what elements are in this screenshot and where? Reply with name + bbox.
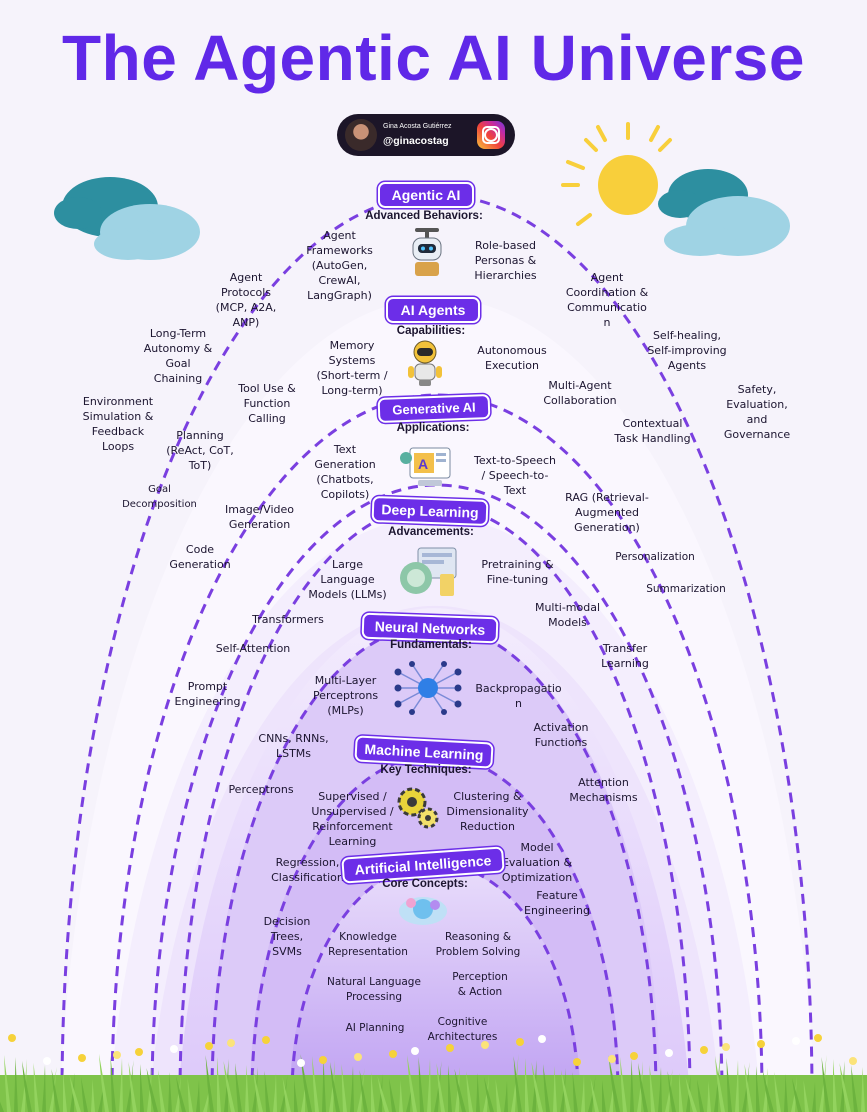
item-transformers: Transformers <box>252 613 324 626</box>
layer-heading-machine-learning: Key Techniques: <box>380 764 472 776</box>
item-activation-functions: Activation Functions <box>533 721 589 749</box>
item-cognitive-architectures: Cognitive Architectures <box>427 1016 498 1043</box>
item-prompt-engineering: Prompt Engineering <box>174 680 241 708</box>
item-decision-trees: Decision Trees, SVMs <box>263 915 311 958</box>
robot-drone-icon <box>405 224 449 280</box>
item-multi-modal-models: Multi-modal Models <box>534 601 601 629</box>
item-role-based-personas: Role-based Personas & Hierarchies <box>474 239 537 282</box>
item-clustering: Clustering & Dimensionality Reduction <box>446 790 529 833</box>
item-natural-language-processing: Natural Language Processing <box>327 976 421 1003</box>
layer-heading-deep-learning: Advancements: <box>388 526 474 538</box>
item-tool-use: Tool Use & Function Calling <box>238 382 296 425</box>
layer-heading-neural-networks: Fundamentals: <box>390 639 472 651</box>
item-perceptrons: Perceptrons <box>228 783 294 796</box>
item-supervised-learning: Supervised / Unsupervised / Reinforcemen… <box>311 790 394 848</box>
deep-learning-icon <box>396 544 460 600</box>
layer-heading-agentic-ai: Advanced Behaviors: <box>365 210 483 222</box>
item-memory-systems: Memory Systems (Short-term / Long-term) <box>316 339 388 397</box>
ai-brain-icon <box>395 893 451 927</box>
item-text-to-speech: Text-to-Speech / Speech-to- Text <box>474 454 556 497</box>
item-perception-action: Perception & Action <box>452 971 508 998</box>
item-goal-decomposition: Goal Decomposition <box>122 484 197 510</box>
layer-heading-ai-agents: Capabilities: <box>396 325 466 337</box>
item-self-attention: Self-Attention <box>215 642 291 655</box>
item-pretraining-fine-tuning: Pretraining & Fine-tuning <box>481 558 554 586</box>
item-transfer-learning: Transfer Learning <box>601 642 649 670</box>
item-autonomous-execution: Autonomous Execution <box>477 344 547 372</box>
neural-network-icon <box>392 658 464 718</box>
item-code-generation: Code Generation <box>169 543 231 571</box>
item-self-healing: Self-healing, Self-improving Agents <box>647 329 727 372</box>
item-text-generation: Text Generation (Chatbots, Copilots) <box>314 443 376 501</box>
layer-badge-agentic-ai: Agentic AI <box>378 182 474 208</box>
layer-badge-generative-ai: Generative AI <box>377 394 491 423</box>
item-multi-layer-perceptrons: Multi-Layer Perceptrons (MLPs) <box>312 674 379 717</box>
item-image-video-generation: Image/Video Generation <box>225 503 294 531</box>
grass-flowers-strip <box>0 1034 867 1112</box>
item-contextual-task-handling: Contextual Task Handling <box>614 417 691 445</box>
item-agent-frameworks: Agent Frameworks (AutoGen, CrewAI, LangG… <box>306 229 373 302</box>
author-name: Gina Acosta Gutiérrez <box>383 123 452 130</box>
item-long-term-autonomy: Long-Term Autonomy & Goal Chaining <box>143 327 213 385</box>
item-backpropagation: Backpropagatio n <box>475 682 562 710</box>
item-multi-agent-collaboration: Multi-Agent Collaboration <box>543 379 617 407</box>
author-handle[interactable]: @ginacostag <box>383 135 449 147</box>
item-reasoning-problem-solving: Reasoning & Problem Solving <box>435 931 521 958</box>
item-feature-engineering: Feature Engineering <box>524 889 590 917</box>
item-personalization: Personalization <box>615 551 695 563</box>
gears-icon <box>396 782 440 830</box>
layer-heading-artificial-intelligence: Core Concepts: <box>382 878 468 890</box>
item-model-evaluation: Model Evaluation & Optimization <box>501 841 573 884</box>
item-ai-planning: AI Planning <box>345 1022 405 1034</box>
item-agent-protocols: Agent Protocols (MCP, A2A, ANP) <box>215 271 277 329</box>
sun-icon <box>561 122 672 226</box>
robot-assistant-icon <box>405 338 445 388</box>
item-knowledge-representation: Knowledge Representation <box>328 931 408 958</box>
cloud-left-icon <box>54 177 200 260</box>
item-environment-simulation: Environment Simulation & Feedback Loops <box>82 395 154 453</box>
layer-badge-ai-agents: AI Agents <box>386 297 480 323</box>
generative-media-icon: A <box>398 444 460 490</box>
cloud-right-icon <box>658 169 790 256</box>
page-title: The Agentic AI Universe <box>62 22 805 94</box>
item-summarization: Summarization <box>646 583 726 595</box>
item-large-language-models: Large Language Models (LLMs) <box>308 558 387 601</box>
author-badge[interactable]: Gina Acosta Gutiérrez @ginacostag <box>337 114 515 156</box>
item-attention-mechanisms: Attention Mechanisms <box>569 776 638 804</box>
layer-badge-deep-learning: Deep Learning <box>371 495 489 527</box>
svg-text:A: A <box>418 456 428 472</box>
item-cnns-rnns-lstms: CNNs, RNNs, LSTMs <box>258 732 329 760</box>
item-safety-evaluation: Safety, Evaluation, and Governance <box>723 383 791 441</box>
layer-heading-generative-ai: Applications: <box>396 422 470 434</box>
instagram-icon[interactable] <box>477 121 505 149</box>
item-planning: Planning (ReAct, CoT, ToT) <box>166 429 234 472</box>
item-regression-classification: Regression, Classification <box>271 856 344 884</box>
avatar <box>345 119 377 151</box>
item-agent-coordination: Agent Coordination & Communicatio n <box>565 271 649 329</box>
item-rag: RAG (Retrieval- Augmented Generation) <box>565 491 649 534</box>
